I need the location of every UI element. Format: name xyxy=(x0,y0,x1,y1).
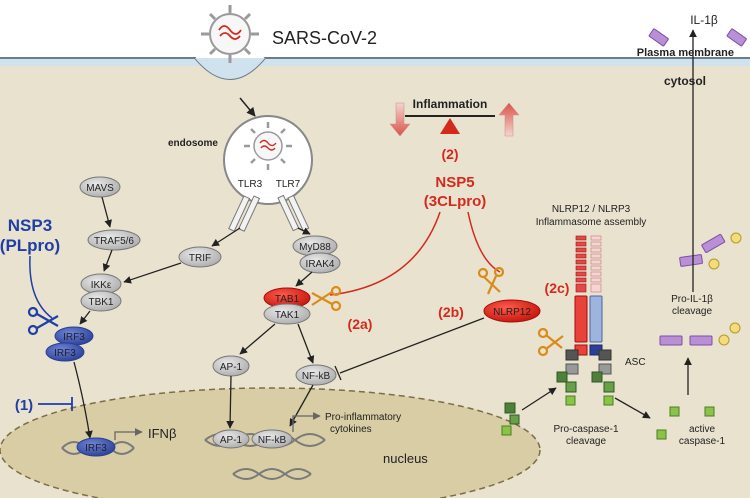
cytokine-transcription-arrow xyxy=(292,412,321,432)
marker-2b: (2b) xyxy=(438,304,464,320)
svg-text:TAK1: TAK1 xyxy=(275,310,300,321)
nfkb-node: NF-kB xyxy=(295,364,337,386)
svg-text:TRIF: TRIF xyxy=(189,253,211,264)
tlr7-label: TLR7 xyxy=(276,179,301,190)
procasp-to-complex-arrow xyxy=(521,387,557,411)
nsp3-scissors-icon xyxy=(27,306,59,336)
svg-text:IRF3: IRF3 xyxy=(63,332,85,343)
svg-text:AP-1: AP-1 xyxy=(220,435,243,446)
nucleus-label: nucleus xyxy=(383,451,428,466)
nsp3-label: NSP3 xyxy=(8,216,52,235)
inflammation-balance xyxy=(389,102,520,137)
complex-to-active-arrow xyxy=(614,397,651,419)
traf-node: TRAF5/6 xyxy=(87,229,141,251)
svg-text:NLRP12: NLRP12 xyxy=(493,307,531,318)
svg-text:IKKε: IKKε xyxy=(91,280,112,291)
svg-text:IRAK4: IRAK4 xyxy=(306,259,335,270)
endosome xyxy=(223,115,313,205)
nsp3-subtitle: (PLpro) xyxy=(0,236,60,255)
extracellular-space xyxy=(0,0,750,58)
signalling-arrows xyxy=(73,196,315,439)
svg-text:MyD88: MyD88 xyxy=(299,242,331,253)
irf3-node-upper: IRF3 xyxy=(54,326,94,346)
proinflammatory-label-line1: Pro-inflammatory xyxy=(325,412,401,423)
tab1-scissors-icon xyxy=(311,285,342,312)
mavs-node: MAVS xyxy=(79,176,121,198)
nlrp12-scissors-icon xyxy=(477,266,505,295)
tak1-node: TAK1 xyxy=(263,303,311,325)
svg-text:NF-kB: NF-kB xyxy=(302,371,331,382)
inflammasome-complex xyxy=(556,235,615,406)
trif-node: TRIF xyxy=(178,246,222,268)
svg-text:TAB1: TAB1 xyxy=(275,294,300,305)
procasp-label-line2: cleavage xyxy=(566,436,606,447)
tlr3-label: TLR3 xyxy=(238,179,263,190)
nlrp12-inhibits-nfkb xyxy=(334,317,485,381)
decrease-arrow xyxy=(389,102,411,137)
il1b-label: IL-1β xyxy=(690,13,718,27)
svg-text:TBK1: TBK1 xyxy=(88,297,113,308)
tbk1-node: TBK1 xyxy=(80,290,122,312)
virus-particle xyxy=(201,5,259,63)
tlr3-receptor xyxy=(228,195,261,232)
endosome-label: endosome xyxy=(168,138,218,149)
endocytosis-arrow xyxy=(239,97,256,117)
svg-text:MAVS: MAVS xyxy=(86,183,114,194)
marker-2a: (2a) xyxy=(348,316,373,332)
ap1-nuclear-node: AP-1 xyxy=(212,429,250,449)
inflammation-label: Inflammation xyxy=(413,97,488,111)
pro-il1b-label-line2: cleavage xyxy=(672,306,712,317)
ifnb-label: IFNβ xyxy=(148,426,176,441)
membrane-invagination xyxy=(195,58,265,79)
cytosol-label: cytosol xyxy=(664,74,706,88)
pro-il1b-label-line1: Pro-IL-1β xyxy=(671,294,713,305)
nsp3-to-irf3-line xyxy=(29,255,53,319)
il1b-molecules xyxy=(648,28,747,47)
marker-1-inhibition xyxy=(38,397,73,411)
active-caspase-label-line2: caspase-1 xyxy=(679,436,726,447)
svg-text:IRF3: IRF3 xyxy=(54,348,76,359)
inflammasome-scissors-icon xyxy=(537,327,564,357)
ifnb-transcription-arrow xyxy=(114,428,143,440)
plasma-membrane-band xyxy=(0,58,750,66)
pro-caspase-blocks xyxy=(501,402,520,436)
plasma-membrane-label: Plasma membrane xyxy=(637,47,734,59)
virus-label: SARS-CoV-2 xyxy=(272,28,377,48)
marker-1: (1) xyxy=(15,397,33,414)
nsp5-to-tab1-line xyxy=(329,211,441,296)
svg-text:NF-kB: NF-kB xyxy=(258,435,287,446)
active-caspase-blocks xyxy=(656,406,715,440)
irak4-node: IRAK4 xyxy=(299,252,341,274)
ap1-node: AP-1 xyxy=(212,355,250,377)
active-caspase-label-line1: active xyxy=(689,424,716,435)
inflammasome-label-line1: NLRP12 / NLRP3 xyxy=(552,204,631,215)
irf3-node-lower: IRF3 xyxy=(45,342,85,362)
nfkb-nuclear-node: NF-kB xyxy=(251,429,293,449)
nsp5-label: NSP5 xyxy=(435,174,474,191)
nlrp12-node: NLRP12 xyxy=(483,299,541,323)
nsp5-subtitle: (3CLpro) xyxy=(424,193,487,210)
proinflammatory-label-line2: cytokines xyxy=(330,424,372,435)
asc-label: ASC xyxy=(625,357,646,368)
marker-2: (2) xyxy=(441,146,458,162)
inflammasome-label-line2: Inflammasome assembly xyxy=(536,217,647,228)
irf3-nuclear-node: IRF3 xyxy=(76,437,116,457)
pro-il1b-molecules xyxy=(659,232,742,346)
marker-2c: (2c) xyxy=(545,280,570,296)
svg-text:AP-1: AP-1 xyxy=(220,362,243,373)
procasp-label-line1: Pro-caspase-1 xyxy=(553,424,618,435)
increase-arrow xyxy=(498,102,520,137)
svg-text:TRAF5/6: TRAF5/6 xyxy=(94,236,134,247)
svg-text:IRF3: IRF3 xyxy=(85,443,107,454)
